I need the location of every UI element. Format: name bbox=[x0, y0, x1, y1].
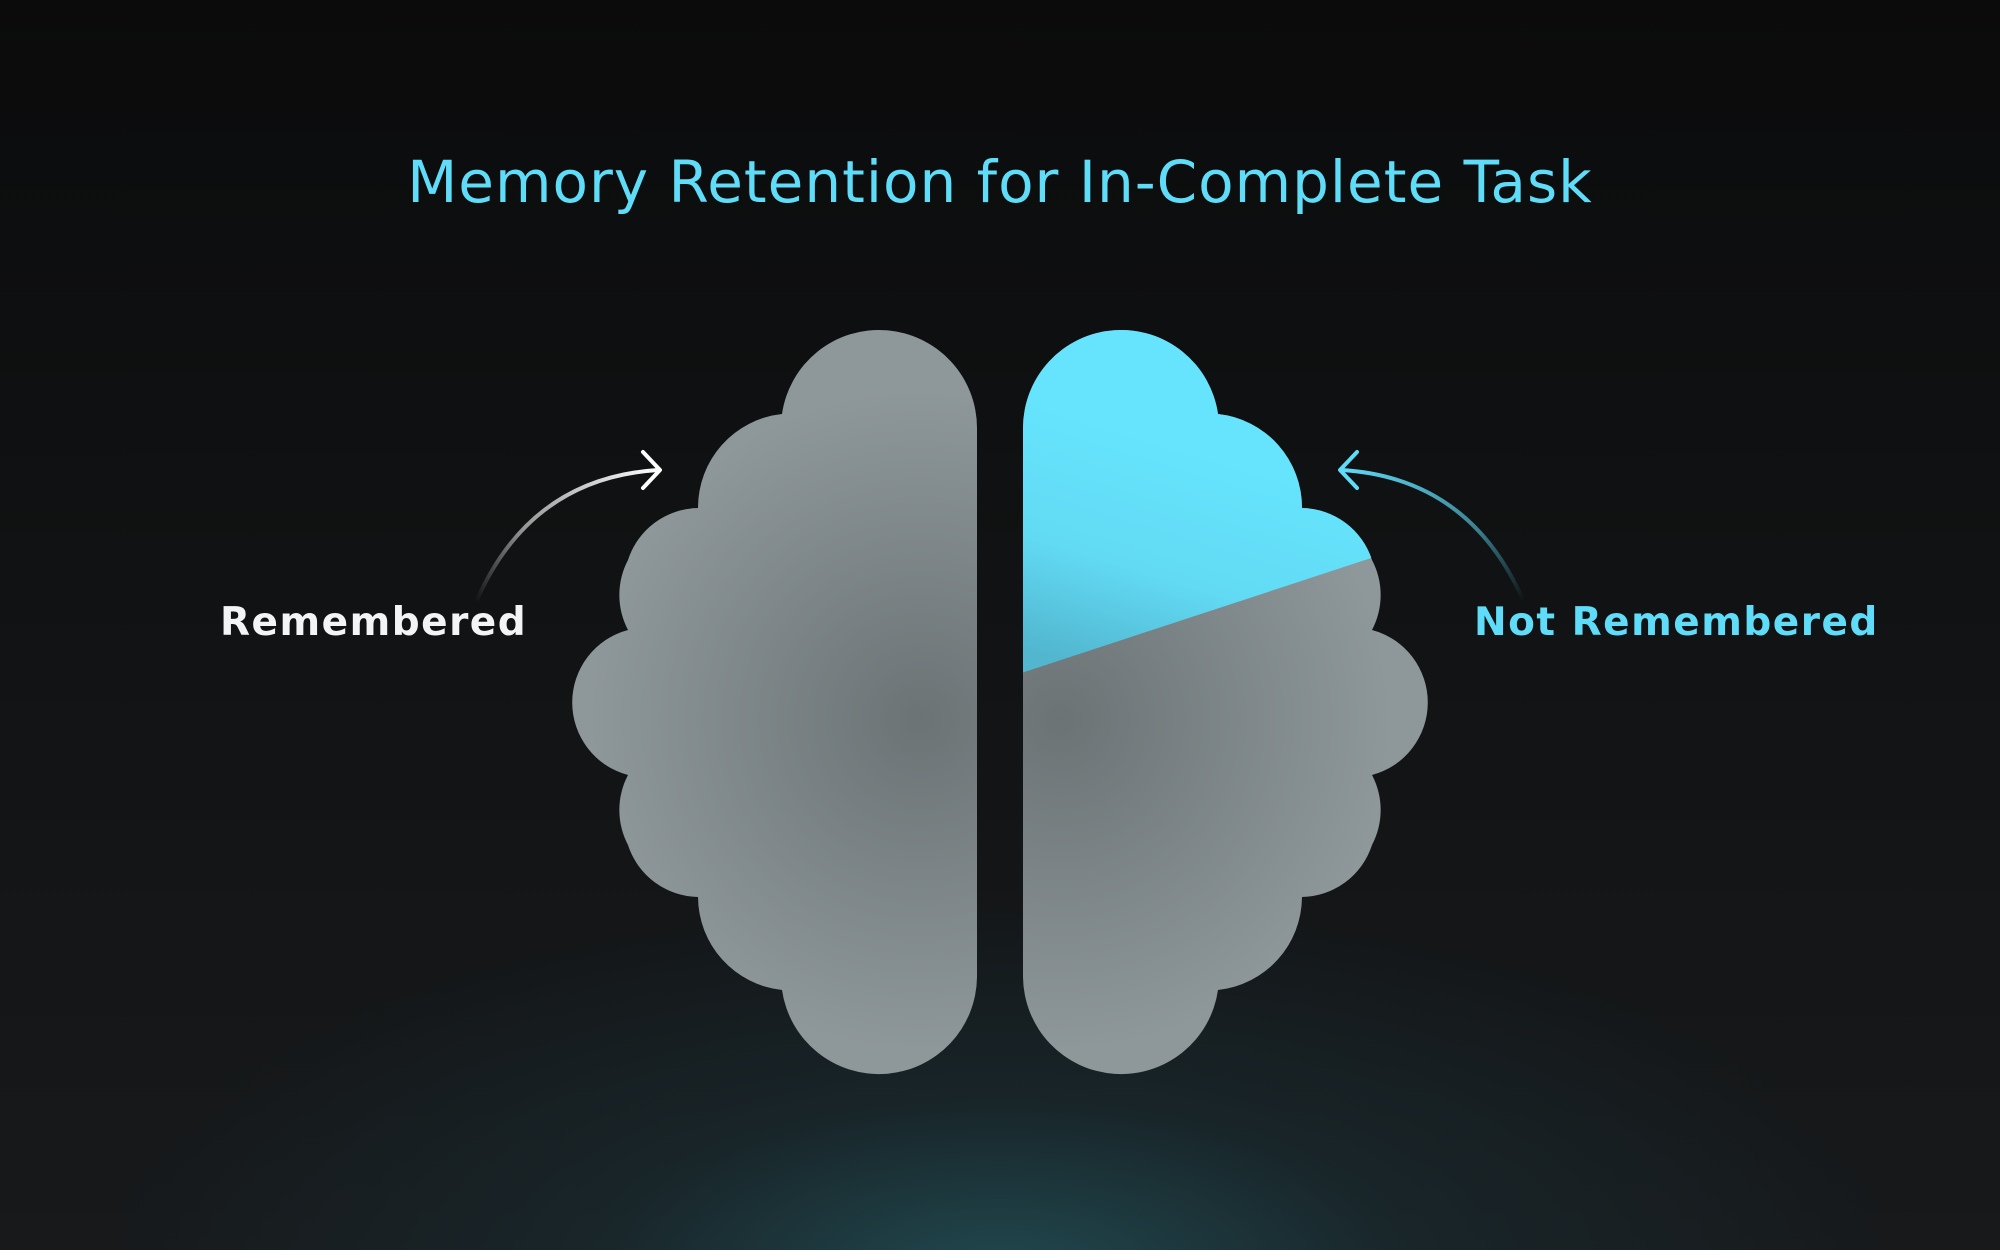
curved-arrow-left-icon bbox=[1338, 450, 1526, 604]
diagram-title: Memory Retention for In-Complete Task bbox=[407, 148, 1593, 216]
remembered-label: Remembered bbox=[220, 600, 528, 645]
brain-left-hemisphere bbox=[572, 329, 977, 1075]
curved-arrow-right-icon bbox=[474, 450, 662, 604]
not-remembered-label: Not Remembered bbox=[1474, 600, 1879, 645]
brain-right-hemisphere bbox=[1023, 329, 1428, 1075]
